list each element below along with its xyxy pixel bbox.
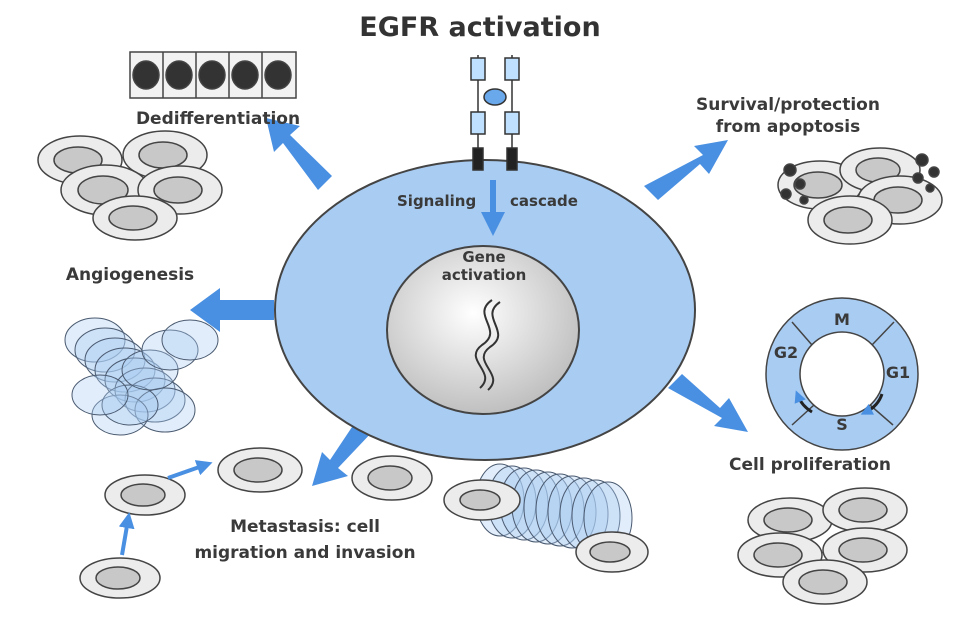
dedifferentiated-cells-icon [37, 130, 223, 241]
invading-cells-icon [443, 479, 649, 573]
epithelial-cells-icon [129, 51, 297, 99]
arrow-proliferation [668, 374, 748, 432]
activation-label: activation [442, 266, 527, 284]
egfr-receptor-icon [470, 55, 520, 171]
proliferating-cells-icon [737, 487, 908, 605]
apoptotic-cells-icon [777, 147, 943, 245]
arrow-angiogenesis [190, 288, 274, 332]
angiogenesis-label: Angiogenesis [66, 265, 194, 285]
migration-label: migration and invasion [194, 543, 415, 563]
phase-s-label: S [836, 415, 848, 434]
arrow-metastasis [312, 418, 374, 486]
phase-m-label: M [834, 310, 850, 329]
phase-g2-label: G2 [774, 343, 798, 362]
survival-label: Survival/protection [696, 95, 880, 115]
proliferation-label: Cell proliferation [729, 455, 891, 475]
migration-arrow-icon [167, 460, 213, 480]
nucleus [386, 245, 580, 415]
outcome-arrows [190, 118, 748, 486]
gene-label: Gene [462, 248, 505, 266]
cascade-label: cascade [510, 192, 578, 210]
dna-strand-icon [474, 299, 493, 389]
arrow-survival [644, 140, 728, 200]
diagram-title: EGFR activation [359, 12, 600, 43]
dedifferentiation-label: Dedifferentiation [136, 109, 300, 129]
cell-cycle-icon [765, 297, 919, 451]
phase-g1-label: G1 [886, 363, 910, 382]
migration-arrow-icon [118, 512, 135, 556]
metastasis-label: Metastasis: cell [230, 517, 380, 537]
apoptosis-label: from apoptosis [716, 117, 860, 137]
blood-vessel-icon [64, 317, 219, 436]
dna-strand-icon [482, 301, 501, 391]
migrating-cells-icon [79, 447, 433, 599]
signaling-label: Signaling [397, 192, 476, 210]
arrow-dedifferentiation [266, 118, 332, 190]
